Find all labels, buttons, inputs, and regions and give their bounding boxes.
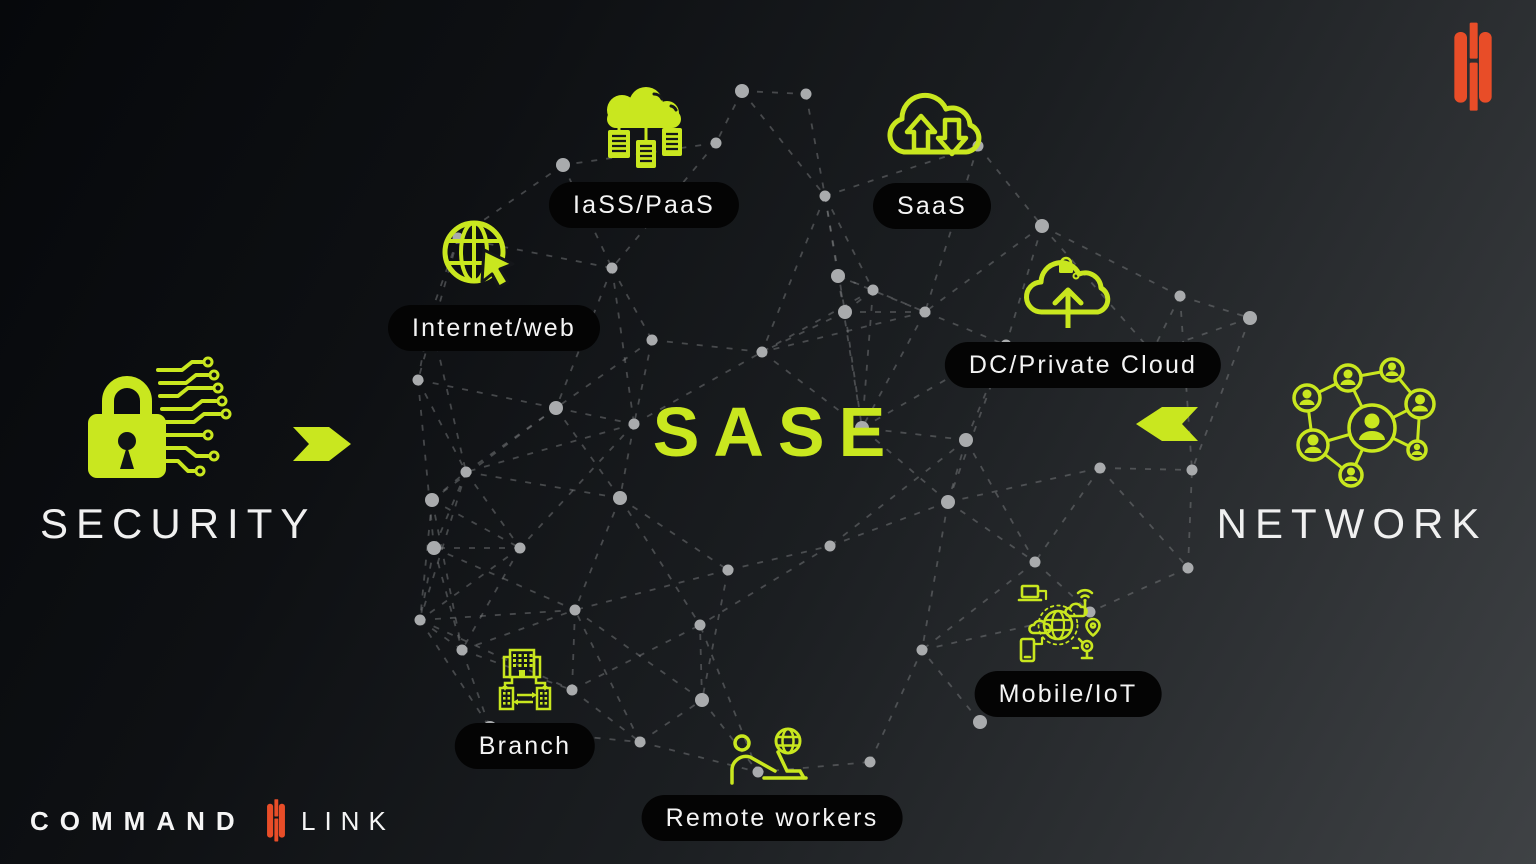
label-pill-mobile-iot: Mobile/IoT — [974, 671, 1162, 717]
label-pill-branch: Branch — [454, 723, 596, 769]
label-pill-dc-private-cloud: DC/Private Cloud — [944, 342, 1222, 388]
remote-worker-icon — [730, 727, 808, 785]
label-pill-internet-web: Internet/web — [388, 305, 600, 351]
brand-word-command: COMMAND — [30, 806, 246, 836]
command-link-mark-icon-small — [267, 799, 285, 842]
mobile-iot-icon — [1017, 584, 1101, 663]
arrow-left-icon — [1136, 407, 1198, 441]
page-title: SASE — [652, 393, 900, 471]
label-pill-remote-workers: Remote workers — [641, 795, 903, 841]
brand-word-link: LINK — [301, 806, 395, 836]
cloud-sync-arrows-icon — [887, 92, 982, 157]
label-pill-iass-paas: IaSS/PaaS — [548, 182, 740, 228]
lock-circuit-icon — [88, 356, 232, 478]
globe-cursor-icon — [442, 220, 515, 289]
network-label: NETWORK — [1216, 500, 1488, 547]
security-label: SECURITY — [40, 500, 317, 547]
arrow-right-icon — [293, 427, 351, 461]
command-link-mark-icon — [1454, 22, 1492, 111]
cloud-secure-upload-icon — [1024, 256, 1111, 328]
label-pill-saas: SaaS — [873, 183, 991, 229]
people-network-icon — [1292, 357, 1436, 488]
cloud-servers-icon — [607, 87, 682, 168]
branch-buildings-icon — [498, 648, 552, 711]
